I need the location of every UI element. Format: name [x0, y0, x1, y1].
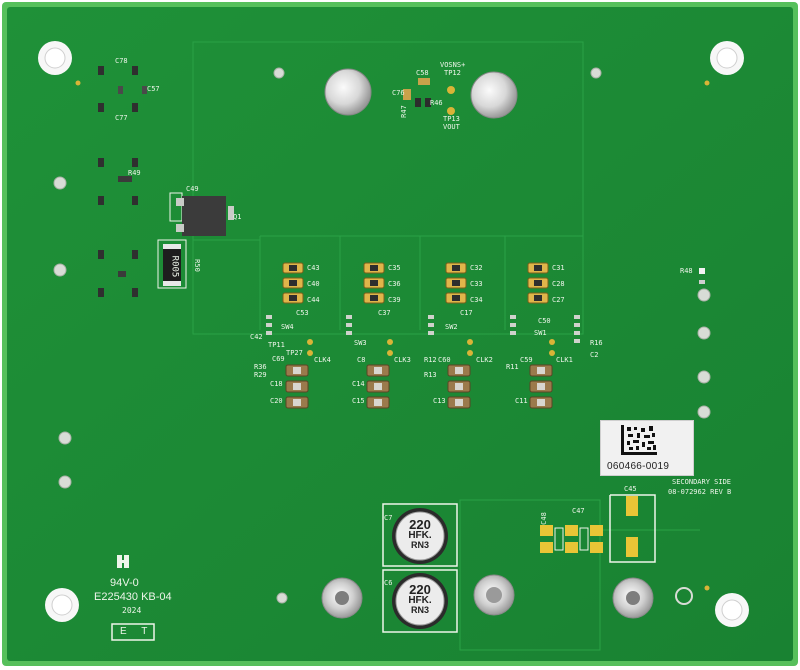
sense-components: [403, 78, 431, 107]
copper-outlines: [192, 41, 700, 651]
label-r50: R50: [192, 259, 201, 272]
r48-part: [699, 268, 705, 274]
label-c31: C31: [552, 264, 565, 272]
label-c50: C50: [538, 317, 551, 325]
label-c76: C76: [392, 89, 405, 97]
label-r005: R005: [169, 255, 180, 278]
left-through-holes: [53, 67, 602, 604]
label-c13: C13: [433, 397, 446, 405]
label-tp27: TP27: [286, 349, 303, 357]
label-c28: C28: [552, 280, 565, 288]
label-c20: C20: [270, 397, 283, 405]
label-c53: C53: [296, 309, 309, 317]
label-vosns: VOSNS+: [440, 61, 466, 69]
label-c27: C27: [552, 296, 565, 304]
gold-dots: [75, 80, 710, 591]
ul-rating: 94V-0: [110, 577, 139, 589]
label-c57: C57: [147, 85, 160, 93]
phase-testpoints: [307, 339, 555, 356]
label-c14: C14: [352, 380, 365, 388]
label-r49: R49: [128, 169, 141, 177]
label-c34: C34: [470, 296, 483, 304]
label-r36: R36: [254, 363, 267, 371]
label-r12: R12: [424, 356, 437, 364]
label-sw1: SW1: [534, 329, 547, 337]
label-c45: C45: [624, 485, 637, 493]
label-c44: C44: [307, 296, 320, 304]
label-r29: R29: [254, 371, 267, 379]
label-c36: C36: [388, 280, 401, 288]
top-standoffs: [324, 68, 518, 119]
label-c17: C17: [460, 309, 473, 317]
rev-label: 08-072962 REV B: [668, 488, 732, 496]
phase-row-smd: [266, 315, 580, 343]
cap-c7-marking: 220 HFK. RN3: [408, 517, 432, 550]
label-c69: C69: [272, 355, 285, 363]
serial-sticker: 060466-0019: [600, 420, 694, 476]
et-box: [111, 623, 155, 641]
label-c7: C7: [384, 514, 393, 522]
label-c59: C59: [520, 356, 533, 364]
label-r11: R11: [506, 363, 519, 371]
label-r48: R48: [680, 267, 693, 275]
standoff-right: [470, 71, 518, 119]
year-label: 2024: [122, 606, 142, 615]
mounting-holes: [38, 41, 749, 627]
ul-file-code: E225430 KB-04: [94, 591, 172, 603]
right-through-holes: [697, 288, 711, 419]
label-c43: C43: [307, 264, 320, 272]
shunt-r50: [157, 239, 187, 289]
label-r47: R47: [399, 105, 408, 118]
label-c47: C47: [572, 507, 585, 515]
label-c35: C35: [388, 264, 401, 272]
serial-number: 060466-0019: [607, 461, 670, 472]
label-sw3: SW3: [354, 339, 367, 347]
label-c40: C40: [307, 280, 320, 288]
label-clk2: CLK2: [476, 356, 493, 364]
left-smd-cluster: [98, 66, 147, 297]
side-label: SECONDARY SIDE: [672, 478, 732, 486]
datamatrix-code: [619, 423, 659, 457]
label-c60: C60: [438, 356, 451, 364]
label-clk1: CLK1: [556, 356, 573, 364]
c45-outline: [609, 494, 656, 563]
label-c77: C77: [115, 114, 128, 122]
label-c15: C15: [352, 397, 365, 405]
filter-pads: [540, 496, 638, 557]
label-c2: C2: [590, 351, 599, 359]
label-c39: C39: [388, 296, 401, 304]
label-c32: C32: [470, 264, 483, 272]
cap-c6-marking: 220 HFK. RN3: [408, 582, 432, 615]
label-c42: C42: [250, 333, 263, 341]
label-q1: Q1: [233, 213, 242, 221]
label-vout: VOUT: [443, 123, 460, 131]
label-c49: C49: [186, 185, 199, 193]
label-sw4: SW4: [281, 323, 294, 331]
label-tp12: TP12: [444, 69, 461, 77]
label-clk3: CLK3: [394, 356, 411, 364]
label-c58: C58: [416, 69, 429, 77]
label-c78: C78: [115, 57, 128, 65]
label-c33: C33: [470, 280, 483, 288]
ul-logo: [117, 555, 129, 568]
label-r46: R46: [430, 99, 443, 107]
label-c48: C48: [539, 512, 548, 525]
label-tp13: TP13: [443, 115, 460, 123]
et-box-label: E T: [120, 626, 154, 637]
electrolytic-caps: [382, 503, 458, 633]
label-r13: R13: [424, 371, 437, 379]
label-r16: R16: [590, 339, 603, 347]
label-c18: C18: [270, 380, 283, 388]
label-c8: C8: [357, 356, 366, 364]
label-c37: C37: [378, 309, 391, 317]
label-sw2: SW2: [445, 323, 458, 331]
standoff-left: [324, 68, 372, 116]
label-tp11: TP11: [268, 341, 285, 349]
mosfet-q1: [169, 192, 234, 236]
label-clk4: CLK4: [314, 356, 331, 364]
output-studs: [321, 574, 693, 619]
label-c11: C11: [515, 397, 528, 405]
label-c6: C6: [384, 579, 393, 587]
